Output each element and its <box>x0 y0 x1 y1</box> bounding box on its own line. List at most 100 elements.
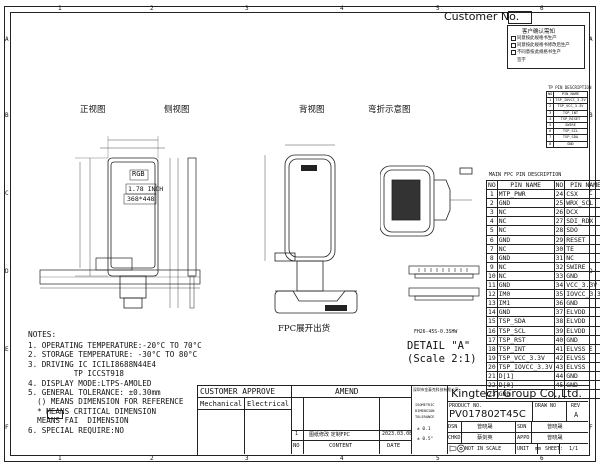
company-cn-column: 深圳市金泰克科技有限公司 ISOMETRIC DIMENSION TOLERAN… <box>411 385 459 454</box>
table-cell: ELVSS <box>564 361 600 372</box>
approval-checkbox[interactable] <box>511 36 516 41</box>
border-letter: C <box>5 190 9 197</box>
approval-option: 不同意按此规格书生产 <box>517 50 561 55</box>
table-cell: ELVDD <box>564 325 600 336</box>
amend-content-header: CONTENT <box>329 443 353 449</box>
amend-row-no: 1 <box>295 431 299 437</box>
table-cell: IOVCC_3.3V <box>564 289 600 300</box>
note-line: 3. DRIVING IC ICILI8688N44E4 <box>28 359 157 369</box>
table-cell: 33 <box>553 270 566 282</box>
detail-title: DETAIL "A" <box>407 340 471 352</box>
chkd-label: CHKD <box>448 435 461 441</box>
amend-box: AMEND 1 图纸修改 定制FPC 2023.03.08 NO CONTENT… <box>291 385 412 454</box>
table-cell: SWIRE <box>553 121 588 130</box>
table-cell: TSP_RST <box>496 334 555 345</box>
border-letter: F <box>589 424 593 431</box>
customer-approve-box: CUSTOMER APPROVE Mechanical Electrical <box>197 385 292 454</box>
table-cell: 9 <box>486 261 498 272</box>
border-letter: E <box>5 346 9 353</box>
table-cell: 1 <box>545 97 555 105</box>
border-letter: A <box>5 36 9 43</box>
approval-option: 同意按此规格书修改后生产 <box>517 43 570 48</box>
table-cell: 18 <box>486 343 498 354</box>
table-cell: GND <box>496 280 555 291</box>
left-caption-1: ISOMETRIC <box>415 403 435 407</box>
table-cell: 7 <box>545 134 555 142</box>
table-cell: 6 <box>486 234 498 245</box>
table-cell: TSP_RESET <box>553 115 588 124</box>
rev-value: A <box>574 411 579 419</box>
customer-no-box[interactable] <box>508 11 532 24</box>
table-cell: 42 <box>553 352 566 363</box>
table-cell: GND <box>564 270 600 282</box>
border-number: 5 <box>436 5 440 12</box>
table-cell: TSP_VCC_3.3V <box>496 352 555 363</box>
table-cell: 8 <box>486 252 498 263</box>
sheet-label: SHEET: <box>545 446 564 452</box>
note-line: 2. STORAGE TEMPERATURE: -30°C TO 80°C <box>28 350 198 360</box>
company-block: Kingtech Group Co.,Ltd. PRODUCT NO. PV01… <box>447 385 588 454</box>
table-cell: TSP_SDA <box>496 316 555 327</box>
border-letter: D <box>5 268 9 275</box>
sdn-label: SDN <box>517 424 527 430</box>
amend-no-header: NO <box>293 443 300 449</box>
border-number: 1 <box>58 5 62 12</box>
table-cell: D[1] <box>496 370 555 382</box>
table-cell: 25 <box>553 198 566 209</box>
table-cell: GND <box>496 198 555 209</box>
table-cell: 3 <box>545 109 555 117</box>
note-line: 5. GENERAL TOLERANCE: ±0.30mm <box>28 388 161 397</box>
table-cell: NC <box>496 261 555 272</box>
table-cell: TSP_INT <box>496 343 555 354</box>
approval-checkbox[interactable] <box>511 50 516 55</box>
table-cell: ELVDD <box>564 316 600 327</box>
border-number: 6 <box>540 455 544 462</box>
approval-checkbox[interactable] <box>511 43 516 48</box>
table-cell: SDI_RDX <box>564 216 600 227</box>
table-cell: 44 <box>553 370 566 382</box>
table-cell: 14 <box>486 307 498 318</box>
table-cell: DCX <box>564 207 600 218</box>
table-cell: WRX_SCL <box>564 198 600 209</box>
table-cell: 5 <box>486 225 498 236</box>
table-cell: TSP_SCL <box>553 128 588 136</box>
chkd-value: 蔡剑英 <box>477 435 493 441</box>
table-cell: 28 <box>553 225 566 236</box>
table-cell: 29 <box>553 234 566 245</box>
tolerance-1: ± 0.1 <box>417 427 431 432</box>
table-cell: 40 <box>553 334 566 345</box>
note-line: () MEANS DIMENSION FOR REFERENCE <box>28 397 184 407</box>
table-cell: VCC_3.3V <box>564 280 600 291</box>
table-cell: 17 <box>486 334 498 345</box>
note-line: 6. SPECIAL REQUIRE:NO <box>28 425 125 435</box>
draw-no-label: DRAW NO <box>535 403 557 409</box>
table-cell: 6 <box>545 128 555 136</box>
border-letter: A <box>589 36 593 43</box>
table-cell: 4 <box>486 216 498 227</box>
table-cell: 13 <box>486 298 498 309</box>
table-cell: TSP_SDA <box>553 134 588 142</box>
left-caption-2: DIMENSION <box>415 409 435 413</box>
amend-row-content: 图纸修改 定制FPC <box>309 432 350 438</box>
table-cell: 2 <box>486 198 498 209</box>
table-cell: GND <box>496 389 555 400</box>
table-cell: RESET <box>564 234 600 245</box>
approval-sign: 签字 <box>517 58 526 63</box>
note-line: TP ICCST918 <box>28 369 125 379</box>
table-cell: IM1 <box>496 298 555 309</box>
table-cell: 11 <box>486 280 498 291</box>
border-number: 4 <box>340 455 344 462</box>
table-cell: NC <box>496 243 555 254</box>
amend-date-header: DATE <box>387 443 401 449</box>
